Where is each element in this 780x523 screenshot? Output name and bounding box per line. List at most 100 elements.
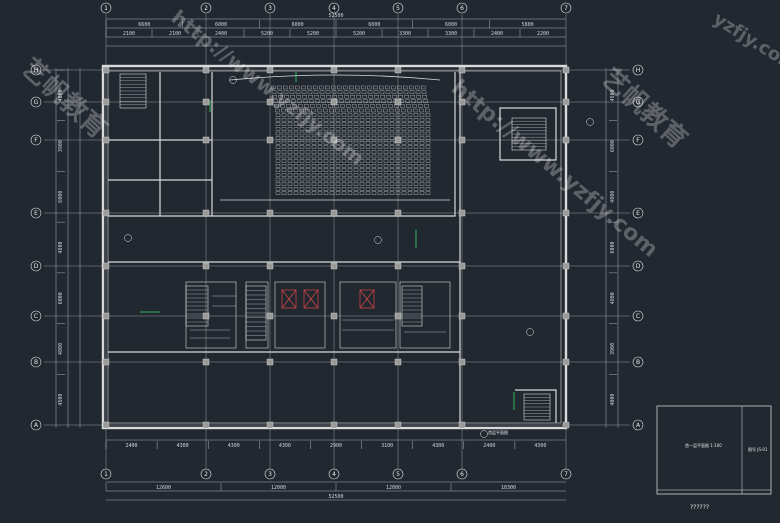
column (102, 66, 110, 74)
seat (383, 177, 389, 182)
seat (311, 127, 317, 131)
seat (400, 104, 405, 108)
axis-bubble (264, 2, 276, 14)
seat (347, 164, 353, 168)
column (562, 209, 570, 217)
seat (413, 118, 419, 122)
seat (377, 145, 383, 149)
seat (419, 145, 425, 149)
column (330, 262, 338, 270)
seat (299, 127, 305, 131)
axis-bubble (264, 468, 276, 480)
seat (395, 177, 401, 182)
seat (335, 113, 341, 117)
seat (317, 173, 323, 177)
column (102, 421, 110, 429)
seat (281, 182, 287, 186)
column (330, 136, 338, 144)
seat (287, 191, 293, 195)
seat (371, 141, 377, 145)
seat (299, 154, 305, 159)
seat (281, 187, 287, 191)
seat (317, 187, 323, 191)
seat (383, 118, 389, 122)
seat (413, 168, 419, 172)
seat (386, 95, 391, 99)
seat (349, 85, 354, 90)
seat (293, 108, 298, 113)
seat (311, 145, 317, 149)
seat (317, 122, 323, 126)
dimension-text: 4800 (610, 191, 616, 203)
axis-bubble-label: 6 (460, 471, 464, 478)
title-block-text: 首一层平面图 1:100 (685, 442, 722, 448)
axis-bubble (30, 419, 42, 431)
column (458, 136, 466, 144)
seat (353, 164, 359, 168)
seat (347, 145, 353, 149)
axis-bubble (328, 468, 340, 480)
axis-bubble (632, 207, 644, 219)
seat (349, 90, 355, 94)
axis-bubble (30, 260, 42, 272)
axis-bubble (632, 419, 644, 431)
seat (401, 131, 407, 136)
seat (388, 104, 393, 108)
seat (341, 122, 347, 126)
seat (277, 85, 282, 90)
dimension-text: 2400 (483, 443, 495, 449)
seat (425, 177, 431, 182)
dimension-text: 2100 (169, 31, 181, 37)
seat (295, 85, 300, 90)
seat (341, 131, 347, 136)
room-tag (124, 234, 132, 242)
dimension-text: 4500 (58, 394, 64, 406)
seat (407, 108, 412, 113)
seat (421, 85, 426, 90)
seat (398, 95, 403, 99)
seat (311, 113, 317, 117)
seat (407, 191, 413, 195)
seat (317, 131, 323, 136)
seat (389, 164, 395, 168)
seat (275, 122, 281, 126)
seat (338, 95, 343, 99)
seat (395, 173, 401, 177)
column (266, 98, 274, 106)
seat (389, 136, 395, 140)
seat (272, 95, 277, 99)
seat (275, 168, 281, 172)
dimension-text: 6600 (138, 22, 150, 28)
seat (365, 159, 371, 163)
seat (381, 99, 386, 103)
seat (365, 173, 371, 177)
seat (425, 127, 431, 131)
column (102, 98, 110, 106)
seat (365, 141, 371, 145)
seat (357, 99, 362, 103)
seat (287, 145, 293, 149)
seat (370, 104, 375, 108)
seat (275, 127, 281, 131)
seat (287, 154, 293, 159)
seat (283, 85, 288, 90)
axis-bubble-label: 7 (564, 5, 568, 12)
seat (287, 173, 293, 177)
seat (329, 154, 335, 159)
seat (425, 122, 431, 126)
column (394, 66, 402, 74)
seat (376, 104, 381, 108)
axis-bubble-label: E (34, 210, 38, 217)
seat (383, 127, 389, 131)
seat (343, 90, 349, 94)
dimension-text: 4300 (177, 443, 189, 449)
seat (413, 113, 419, 117)
seat (299, 159, 305, 163)
seat (347, 191, 353, 195)
seat (383, 150, 389, 154)
axis-bubble-label: E (636, 210, 640, 217)
seat (383, 141, 389, 145)
seat (287, 141, 293, 145)
